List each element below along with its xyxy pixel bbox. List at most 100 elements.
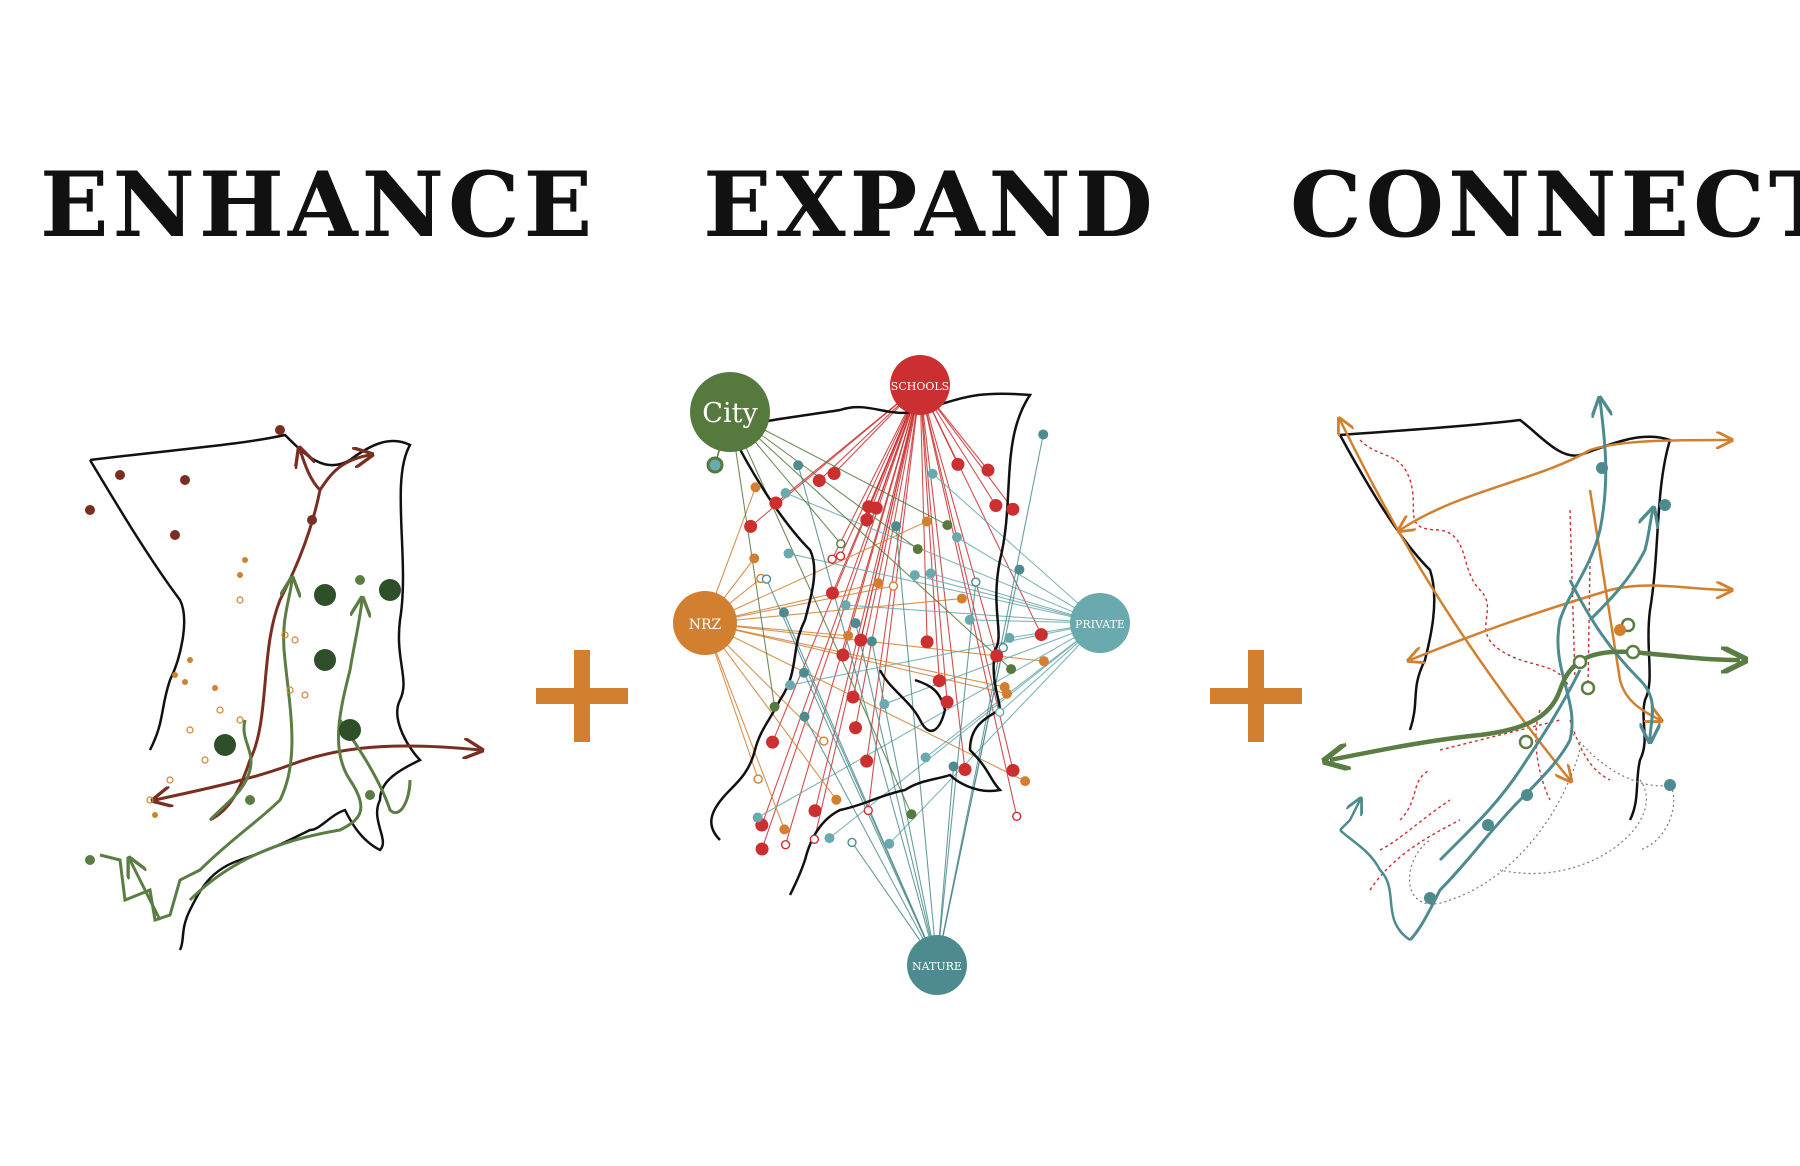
network-dot [1001, 688, 1012, 699]
network-edge [936, 766, 955, 966]
network-edge [919, 384, 928, 642]
network-dot [809, 834, 820, 844]
network-dot [836, 539, 846, 549]
small-green-dots [85, 575, 375, 865]
network-dot [761, 574, 772, 584]
network-dot [956, 593, 967, 604]
network-dot [863, 805, 873, 816]
node-nature-label: NATURE [912, 960, 962, 973]
network-edge [729, 411, 912, 815]
network-dot [971, 577, 981, 587]
heading-enhance: ENHANCE [40, 152, 597, 258]
network-edge [704, 585, 894, 624]
network-dot [921, 516, 932, 527]
network-dot [749, 553, 760, 564]
network-dot [906, 809, 917, 820]
plus-icon [1210, 650, 1302, 742]
network-dot [819, 736, 829, 746]
network-dot [827, 467, 841, 481]
network-dots [744, 429, 1049, 856]
node-private: PRIVATE [1070, 593, 1130, 653]
network-dot [836, 648, 850, 662]
network-edge [895, 526, 938, 966]
network-dot [920, 635, 934, 649]
network-dot [912, 544, 923, 555]
network-dot [766, 735, 780, 749]
network-dot [850, 618, 861, 629]
network-edge [919, 384, 1042, 635]
maroon-route-top [318, 455, 370, 491]
network-edge [871, 641, 938, 966]
plus-icon [536, 650, 628, 742]
network-dot [989, 499, 1003, 513]
network-dot [785, 680, 796, 691]
network-dot [778, 607, 789, 618]
network-edge [804, 716, 938, 966]
network-dot [780, 488, 791, 499]
region-outline-west [1338, 434, 1436, 731]
network-dot [884, 838, 895, 849]
network-edge [765, 578, 938, 966]
network-dot [808, 804, 822, 818]
green-route-3 [208, 719, 253, 822]
green-route-4 [338, 719, 412, 814]
network-dot [769, 701, 780, 712]
region-outline-west [88, 459, 186, 751]
network-dot [835, 551, 846, 561]
network-dot [1012, 811, 1022, 822]
network-dot [750, 482, 761, 493]
network-dot [869, 501, 883, 515]
node-nrz-label: NRZ [689, 617, 722, 633]
node-private-label: PRIVATE [1075, 618, 1125, 631]
network-edge [704, 622, 785, 830]
network-edge [814, 384, 921, 811]
network-dot [793, 460, 804, 471]
network-dot [831, 794, 842, 805]
network-dot [812, 474, 826, 488]
network-dot [888, 581, 899, 591]
green-route-2 [188, 600, 362, 902]
network-edge [729, 411, 1012, 670]
dark-green-dots [214, 579, 401, 756]
network-dot [779, 824, 790, 835]
network-dot [879, 699, 890, 710]
network-dot [981, 463, 995, 477]
plus-bar-vertical [574, 650, 590, 742]
network-dot [827, 554, 837, 564]
network-edge [785, 384, 921, 845]
network-dot [846, 690, 860, 704]
network-edge [867, 384, 921, 811]
network-edge [785, 492, 1101, 624]
network-edge [704, 622, 1005, 688]
network-edge [803, 672, 938, 966]
network-dot [998, 643, 1008, 653]
maroon-route-top-left [300, 450, 322, 492]
network-dot [958, 763, 972, 777]
heading-expand: EXPAND [703, 152, 1157, 258]
region-outline [89, 433, 423, 951]
network-dot [990, 649, 1004, 663]
network-dot [847, 837, 857, 848]
network-dot [840, 600, 851, 611]
network-edge [855, 623, 938, 966]
network-dot [798, 667, 809, 678]
network-edge [866, 384, 921, 762]
network-dot [951, 457, 965, 471]
orange-station [1614, 624, 1626, 636]
network-dot [948, 761, 959, 772]
network-dot [843, 630, 854, 641]
node-city-label: City [702, 398, 758, 429]
network-edge [936, 582, 977, 966]
network-dot [824, 833, 835, 844]
network-dot [752, 812, 763, 823]
network-dot [854, 633, 868, 647]
network-dot [1020, 776, 1031, 787]
network-dot [932, 674, 946, 688]
network-edge [914, 574, 1101, 624]
network-dot [753, 774, 763, 784]
maroon-route-horizontal [155, 746, 480, 800]
network-edge [919, 384, 940, 681]
network-dot [1014, 564, 1025, 575]
enhance-map-diagram [85, 425, 500, 951]
network-dot [1034, 628, 1048, 642]
